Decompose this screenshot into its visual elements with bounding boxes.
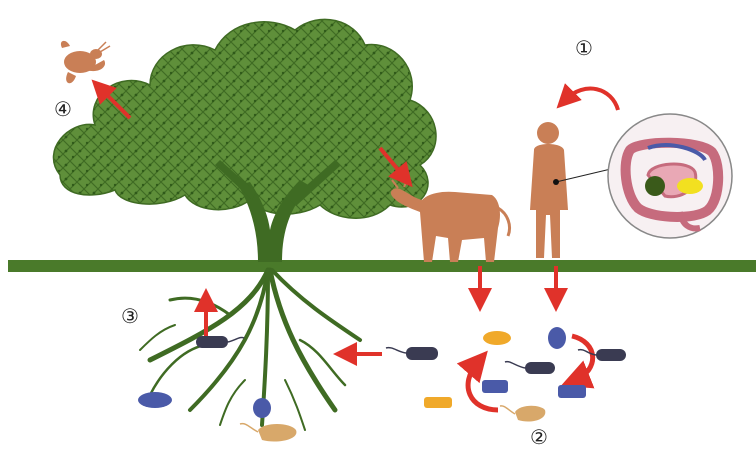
bacterium-icon xyxy=(253,398,271,418)
arrow-curve-top xyxy=(565,89,618,110)
label-4: ④ xyxy=(54,99,72,119)
bacterium-icon xyxy=(558,385,586,398)
bacterium-icon xyxy=(578,349,626,361)
bacterium-icon xyxy=(386,347,438,360)
label-2: ② xyxy=(530,427,548,447)
ground-line xyxy=(8,260,756,272)
insect-icon xyxy=(61,41,110,83)
tree-icon xyxy=(53,19,436,430)
bacterium-icon xyxy=(482,380,508,393)
label-3: ③ xyxy=(121,306,139,326)
bacterium-icon xyxy=(548,327,566,349)
human-icon xyxy=(530,122,568,258)
intestine-icon xyxy=(608,114,732,238)
bacterium-icon xyxy=(196,336,244,348)
bacterium-icon xyxy=(240,424,296,442)
label-1: ① xyxy=(575,38,593,58)
bacterium-icon xyxy=(500,406,545,422)
bacterium-icon xyxy=(138,392,172,408)
bacterium-icon xyxy=(505,362,555,374)
bacterium-icon xyxy=(424,397,452,408)
bacterium-icon xyxy=(483,331,511,345)
cycle-arrow-right xyxy=(572,336,593,380)
